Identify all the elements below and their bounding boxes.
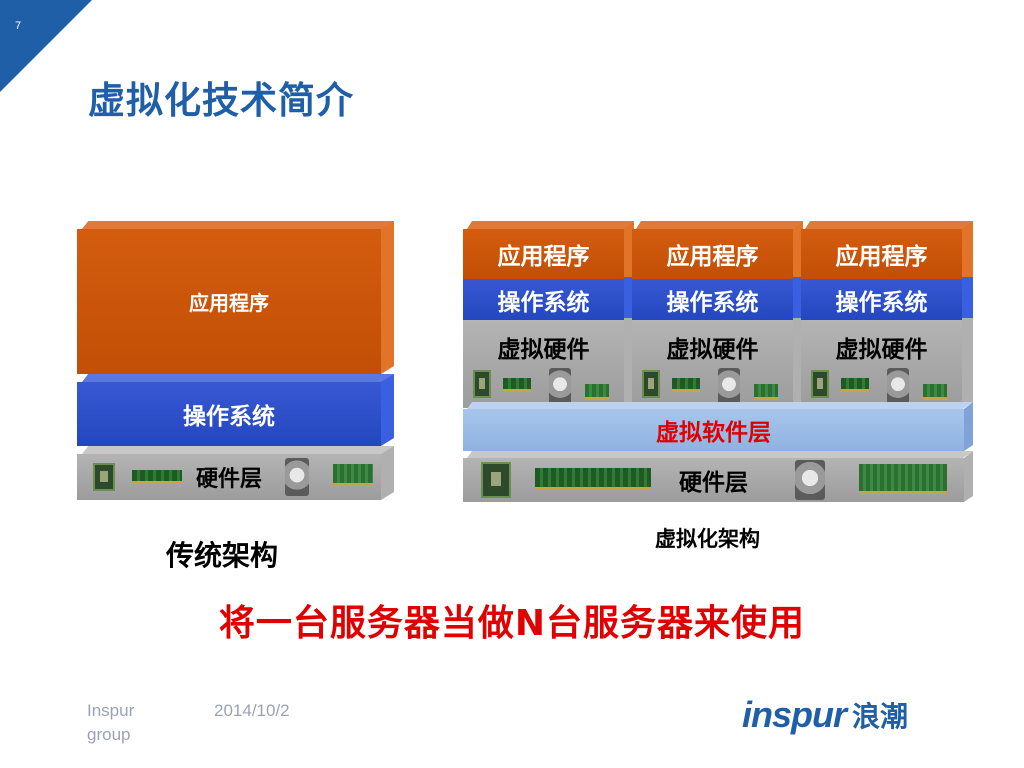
traditional-os-block: 操作系统 (77, 382, 381, 446)
hard-disk-icon (887, 368, 909, 404)
traditional-app-block-side (381, 221, 394, 374)
hypervisor-block: 虚拟软件层 (463, 409, 964, 451)
vm-side-edge (624, 221, 634, 408)
hard-disk-icon (549, 368, 571, 404)
footer-date: 2014/10/2 (214, 701, 290, 720)
hard-disk-icon (285, 458, 309, 496)
vm-os-label: 操作系统 (835, 289, 928, 316)
hard-disk-icon (795, 460, 825, 500)
ram-module-icon (672, 378, 700, 392)
vm-app-label: 应用程序 (835, 244, 928, 270)
vm-os-block: 操作系统 (801, 279, 962, 320)
traditional-hw-block-side (381, 446, 394, 500)
cpu-chip-icon (481, 462, 511, 498)
vm-os-block: 操作系统 (632, 279, 793, 320)
traditional-os-block-top (82, 374, 394, 382)
vm-app-block: 应用程序 (632, 229, 793, 279)
vm-vhw-block: 虚拟硬件 (801, 320, 962, 408)
hard-disk-icon (718, 368, 740, 404)
virtual-hw-block: 硬件层 (463, 458, 964, 502)
hypervisor-label: 虚拟软件层 (656, 420, 771, 446)
vm-top-edge (636, 221, 803, 229)
network-card-icon (859, 464, 947, 494)
corner-triangle (0, 0, 92, 92)
traditional-app-block-top (82, 221, 394, 229)
inspur-logo: inspur 浪潮 (742, 694, 908, 736)
vm-side-edge (962, 221, 973, 408)
vm-vhw-block: 虚拟硬件 (463, 320, 624, 408)
vm-app-label: 应用程序 (666, 244, 759, 270)
virtual-hw-block-top (467, 451, 973, 458)
traditional-os-label: 操作系统 (183, 404, 275, 430)
vm-vhw-label: 虚拟硬件 (835, 337, 928, 363)
traditional-app-block: 应用程序 (77, 229, 381, 374)
logo-latin-text: inspur (742, 694, 847, 735)
hypervisor-block-top (467, 402, 973, 409)
virtual-caption: 虚拟化架构 (655, 527, 760, 551)
virtual-hw-block-side (964, 451, 973, 502)
traditional-hw-block: 硬件层 (77, 454, 381, 500)
hypervisor-block-side (964, 402, 973, 451)
cpu-chip-icon (642, 370, 660, 398)
ram-module-icon (503, 378, 531, 392)
slogan-text: 将一台服务器当做N台服务器来使用 (218, 603, 806, 644)
footer-company: Inspur group (87, 701, 135, 744)
traditional-hw-block-top (82, 446, 394, 454)
virtual-hw-label: 硬件层 (679, 470, 748, 496)
ram-module-icon (132, 470, 182, 484)
network-card-icon (923, 384, 947, 400)
vm-top-edge (467, 221, 634, 229)
traditional-caption: 传统架构 (166, 539, 279, 572)
vm-top-edge (805, 221, 973, 229)
network-card-icon (585, 384, 609, 400)
vm-app-label: 应用程序 (497, 244, 590, 270)
vm-os-label: 操作系统 (666, 289, 759, 316)
slide-title: 虚拟化技术简介 (88, 79, 354, 122)
vm-vhw-label: 虚拟硬件 (666, 337, 759, 363)
vm-app-block: 应用程序 (463, 229, 624, 279)
traditional-os-block-side (381, 374, 394, 446)
vm-side-edge (793, 221, 803, 408)
traditional-app-label: 应用程序 (189, 291, 269, 315)
network-card-icon (754, 384, 778, 400)
vm-os-block: 操作系统 (463, 279, 624, 320)
network-card-icon (333, 464, 373, 486)
vm-vhw-block: 虚拟硬件 (632, 320, 793, 408)
vm-vhw-label: 虚拟硬件 (497, 337, 590, 363)
cpu-chip-icon (473, 370, 491, 398)
cpu-chip-icon (811, 370, 829, 398)
page-number: 7 (15, 20, 22, 32)
ram-module-icon (841, 378, 869, 392)
ram-module-icon (535, 468, 651, 490)
vm-app-block: 应用程序 (801, 229, 962, 279)
traditional-hw-label: 硬件层 (195, 467, 262, 492)
logo-chinese-text: 浪潮 (852, 700, 909, 733)
vm-os-label: 操作系统 (497, 289, 590, 316)
cpu-chip-icon (93, 463, 115, 491)
